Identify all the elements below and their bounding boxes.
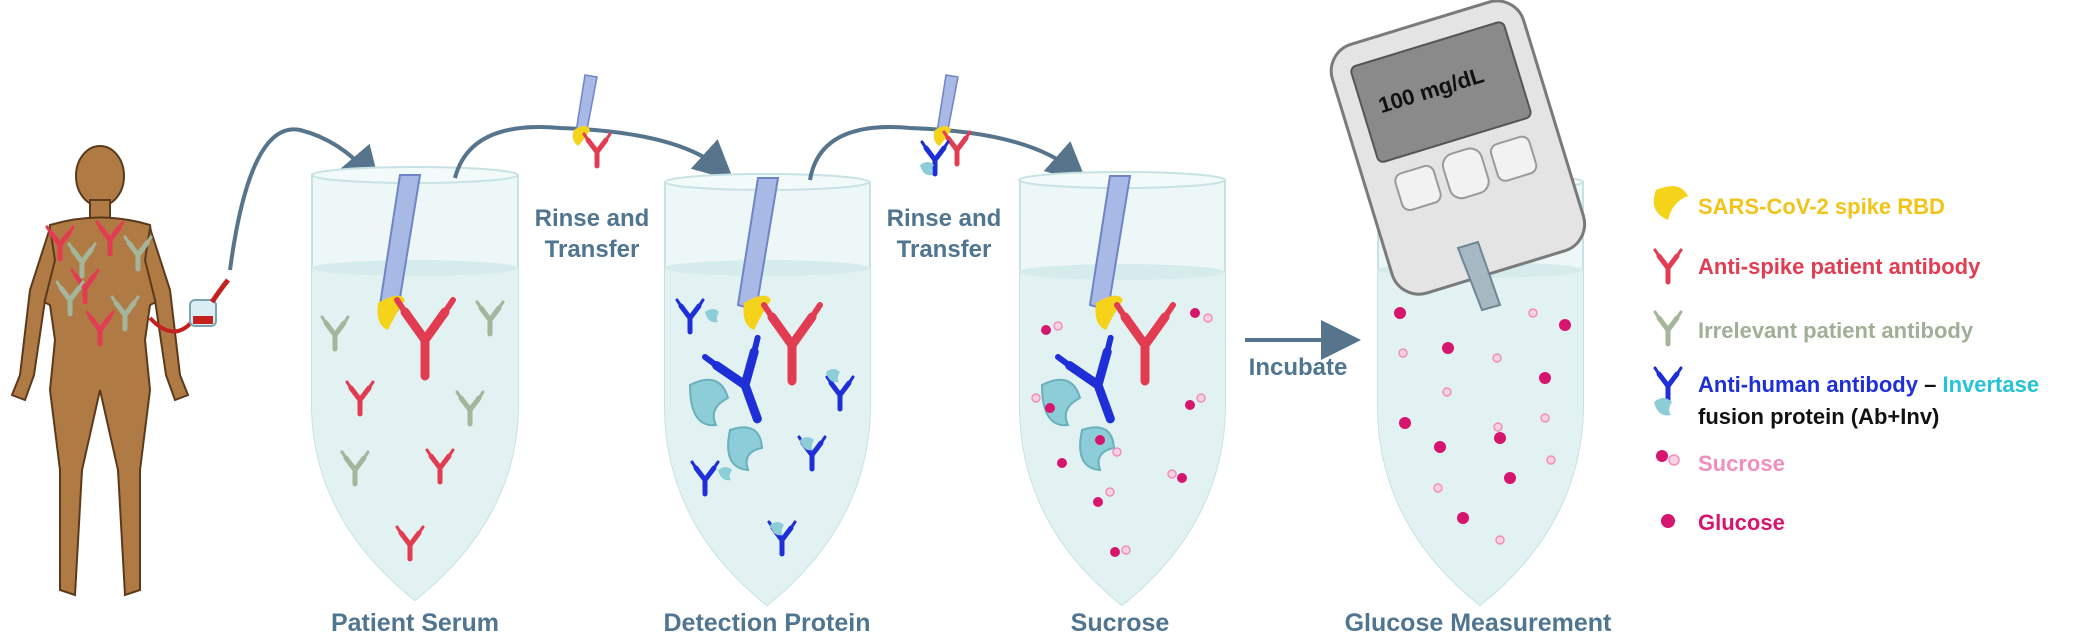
tube-patient-serum [311,166,519,602]
transfer-dipstick-2 [920,74,970,175]
legend-glucose: Glucose [1698,510,1785,535]
tube-detection-protein [664,173,871,607]
tube2-label: Detection Protein [663,609,871,637]
rinse-line-2: Rinse and [886,205,1002,232]
tube3-label: Sucrose [1070,609,1170,637]
legend-sucrose: Sucrose [1698,451,1785,476]
rinse-transfer-label-2: Rinse and Transfer [864,203,1024,265]
sucrose-icon [1656,450,1668,462]
legend-icons [1654,186,1688,528]
anti-spike-icon [1655,250,1681,282]
legend-invertase: Invertase [1942,372,2040,397]
tube4-label: Glucose Measurement [1344,609,1612,637]
blood-draw [148,278,230,334]
legend-rbd: SARS-CoV-2 spike RBD [1698,194,1945,219]
irrelevant-antibody-icon [1655,312,1681,344]
tube1-label: Patient Serum [330,609,500,637]
legend-anti-spike: Anti-spike patient antibody [1698,254,1981,279]
arrow-body-to-tube1 [228,127,381,271]
incubate-label: Incubate [1248,354,1348,381]
transfer-line-1: Transfer [544,236,640,263]
glucose-icon [1661,514,1675,528]
glucose-meter [1329,0,1587,312]
transfer-line-2: Transfer [896,236,992,263]
legend-anti-human: Anti-human antibody [1698,372,1918,397]
transfer-dipstick-1 [572,74,610,166]
legend-dash: – [1917,372,1943,397]
legend-fusion: fusion protein (Ab+Inv) [1698,404,1940,429]
arrow-tube1-to-tube2 [453,125,734,181]
human-figure [10,145,190,597]
rbd-icon [1653,186,1688,220]
tube-sucrose [1018,171,1226,607]
rinse-line-1: Rinse and [534,205,650,232]
legend-anti-human-row: Anti-human antibody – Invertase [1698,372,2039,398]
legend-irrelevant: Irrelevant patient antibody [1698,318,1974,343]
arrow-tube2-to-tube3 [808,125,1087,183]
anti-human-antibody-icon [1655,368,1681,400]
invertase-icon [1654,398,1672,416]
rinse-transfer-label-1: Rinse and Transfer [512,203,672,265]
